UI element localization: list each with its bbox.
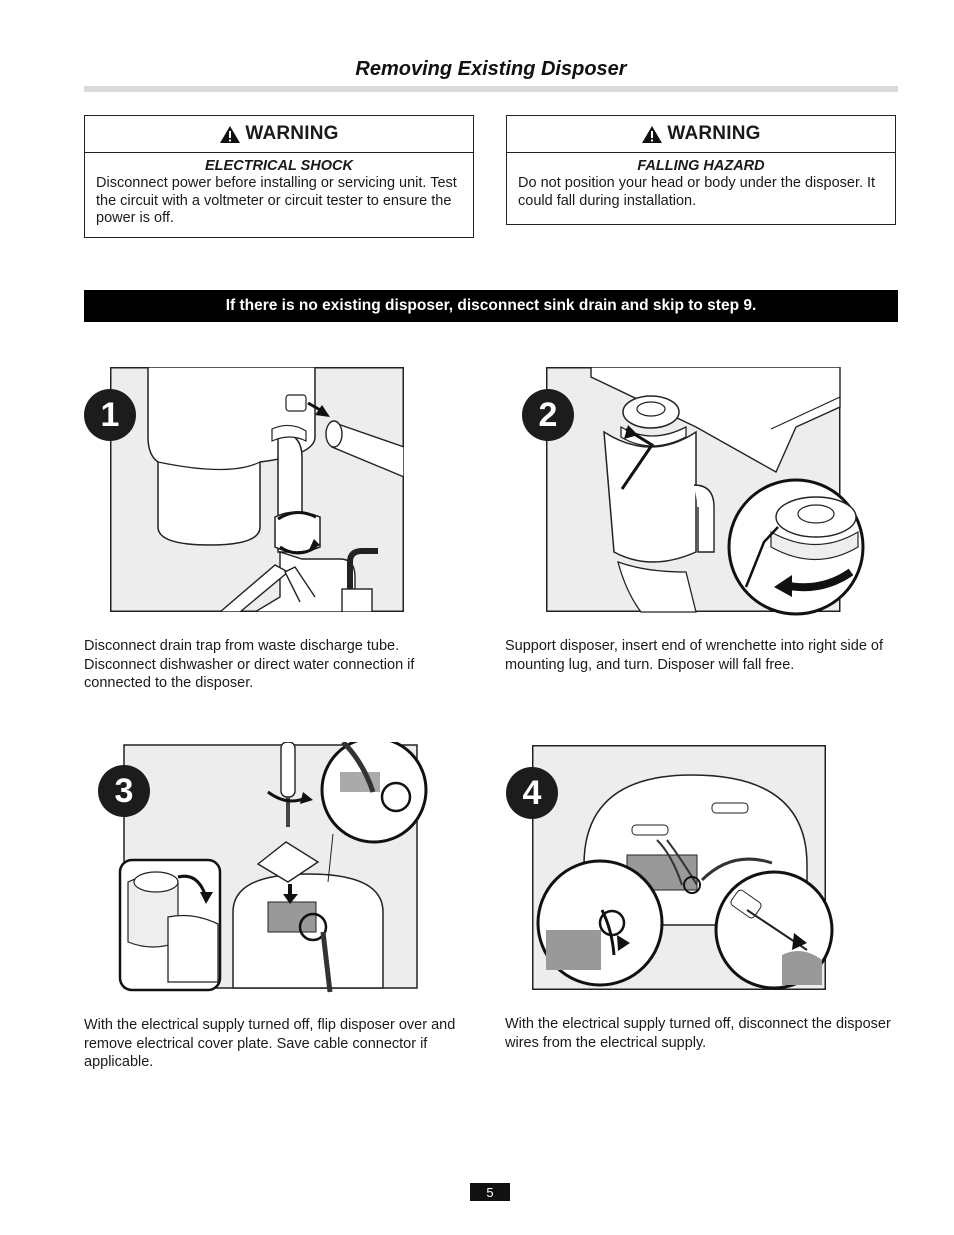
warning-label: WARNING	[245, 123, 339, 144]
warning-box-electrical: WARNING ELECTRICAL SHOCK Disconnect powe…	[84, 115, 474, 238]
step-3-illustration	[118, 742, 430, 994]
step-2-caption: Support disposer, insert end of wrenchet…	[505, 638, 884, 673]
step-number-badge: 3	[98, 765, 150, 817]
warning-subtitle: FALLING HAZARD	[637, 158, 765, 174]
warning-body: Disconnect power before installing or se…	[96, 175, 457, 226]
warning-header: WARNING	[507, 116, 895, 153]
step-number-badge: 1	[84, 389, 136, 441]
screwdriver-icon	[267, 742, 313, 827]
step-3-caption: With the electrical supply turned off, f…	[84, 1017, 456, 1070]
warning-label: WARNING	[667, 123, 761, 144]
warning-triangle-icon	[642, 125, 663, 143]
step-number-badge: 2	[522, 389, 574, 441]
warning-subtitle: ELECTRICAL SHOCK	[205, 158, 353, 174]
step-number-badge: 4	[506, 767, 558, 819]
warning-box-falling: WARNING FALLING HAZARD Do not position y…	[506, 115, 896, 225]
step-1-caption: Disconnect drain trap from waste dischar…	[84, 638, 415, 691]
page-title: Removing Existing Disposer	[355, 58, 627, 80]
title-rule	[84, 86, 898, 92]
warning-triangle-icon	[220, 125, 241, 143]
warning-header: WARNING	[85, 116, 473, 153]
step-4-caption: With the electrical supply turned off, d…	[505, 1016, 891, 1051]
page-number: 5	[470, 1183, 510, 1201]
notice-banner: If there is no existing disposer, discon…	[84, 290, 898, 322]
warning-body: Do not position your head or body under …	[518, 175, 876, 209]
step-4-illustration	[532, 745, 842, 995]
step-1-illustration	[110, 367, 404, 612]
step-2-illustration	[546, 367, 866, 619]
